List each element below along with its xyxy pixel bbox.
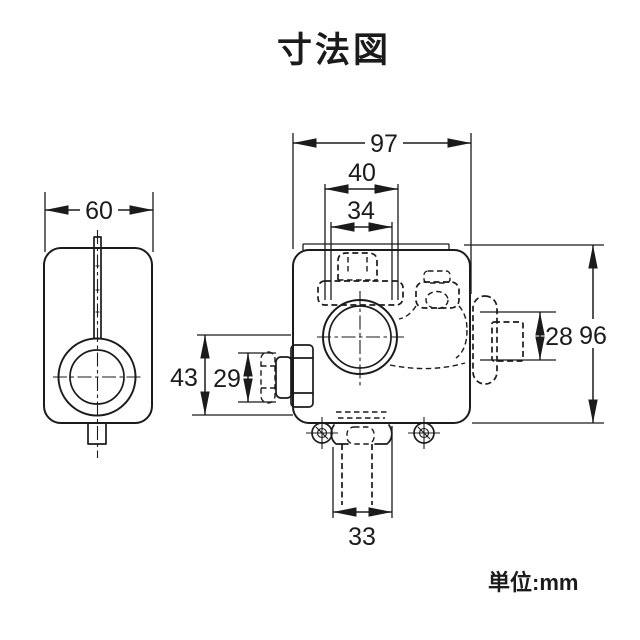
dim-side-overall-width: 97 xyxy=(292,129,472,294)
dim-right-port-height: 28 xyxy=(480,311,573,361)
side-view: 97 40 34 43 29 28 xyxy=(170,129,610,551)
unit-note: 単位:mm xyxy=(488,570,578,595)
dim-right-port-height-label: 28 xyxy=(545,323,573,351)
front-handle-circles xyxy=(53,337,141,417)
dim-left-center-height-label: 43 xyxy=(170,364,198,392)
side-right-fitting xyxy=(472,295,524,385)
front-view: 60 xyxy=(43,192,154,458)
side-mount-bolt-right xyxy=(408,417,440,449)
dim-side-overall-width-label: 97 xyxy=(370,130,398,158)
dim-left-port-height: 29 xyxy=(213,352,276,403)
side-inner-valve xyxy=(389,270,468,370)
front-bottom-tab xyxy=(87,422,107,445)
dim-top-port-inner-width-label: 34 xyxy=(347,197,375,225)
side-port-circle xyxy=(317,291,404,389)
dim-bottom-pipe-width: 33 xyxy=(332,426,393,551)
dim-front-width: 60 xyxy=(44,192,154,252)
dim-top-port-inner-width: 34 xyxy=(330,197,393,300)
side-body xyxy=(292,249,471,424)
dim-side-overall-height: 96 xyxy=(464,244,610,424)
dim-left-center-height: 43 xyxy=(170,334,293,416)
side-left-fitting xyxy=(260,344,314,408)
dim-left-port-height-label: 29 xyxy=(213,365,241,393)
side-bottom-pipe xyxy=(341,444,373,505)
dim-bottom-pipe-width-label: 33 xyxy=(348,523,376,551)
page-title: 寸法図 xyxy=(277,31,391,70)
dim-top-port-outer-width: 40 xyxy=(324,159,399,300)
side-lid xyxy=(302,243,450,250)
dim-front-width-label: 60 xyxy=(85,197,113,225)
dim-side-overall-height-label: 96 xyxy=(579,322,607,350)
dim-top-port-outer-width-label: 40 xyxy=(348,159,376,187)
